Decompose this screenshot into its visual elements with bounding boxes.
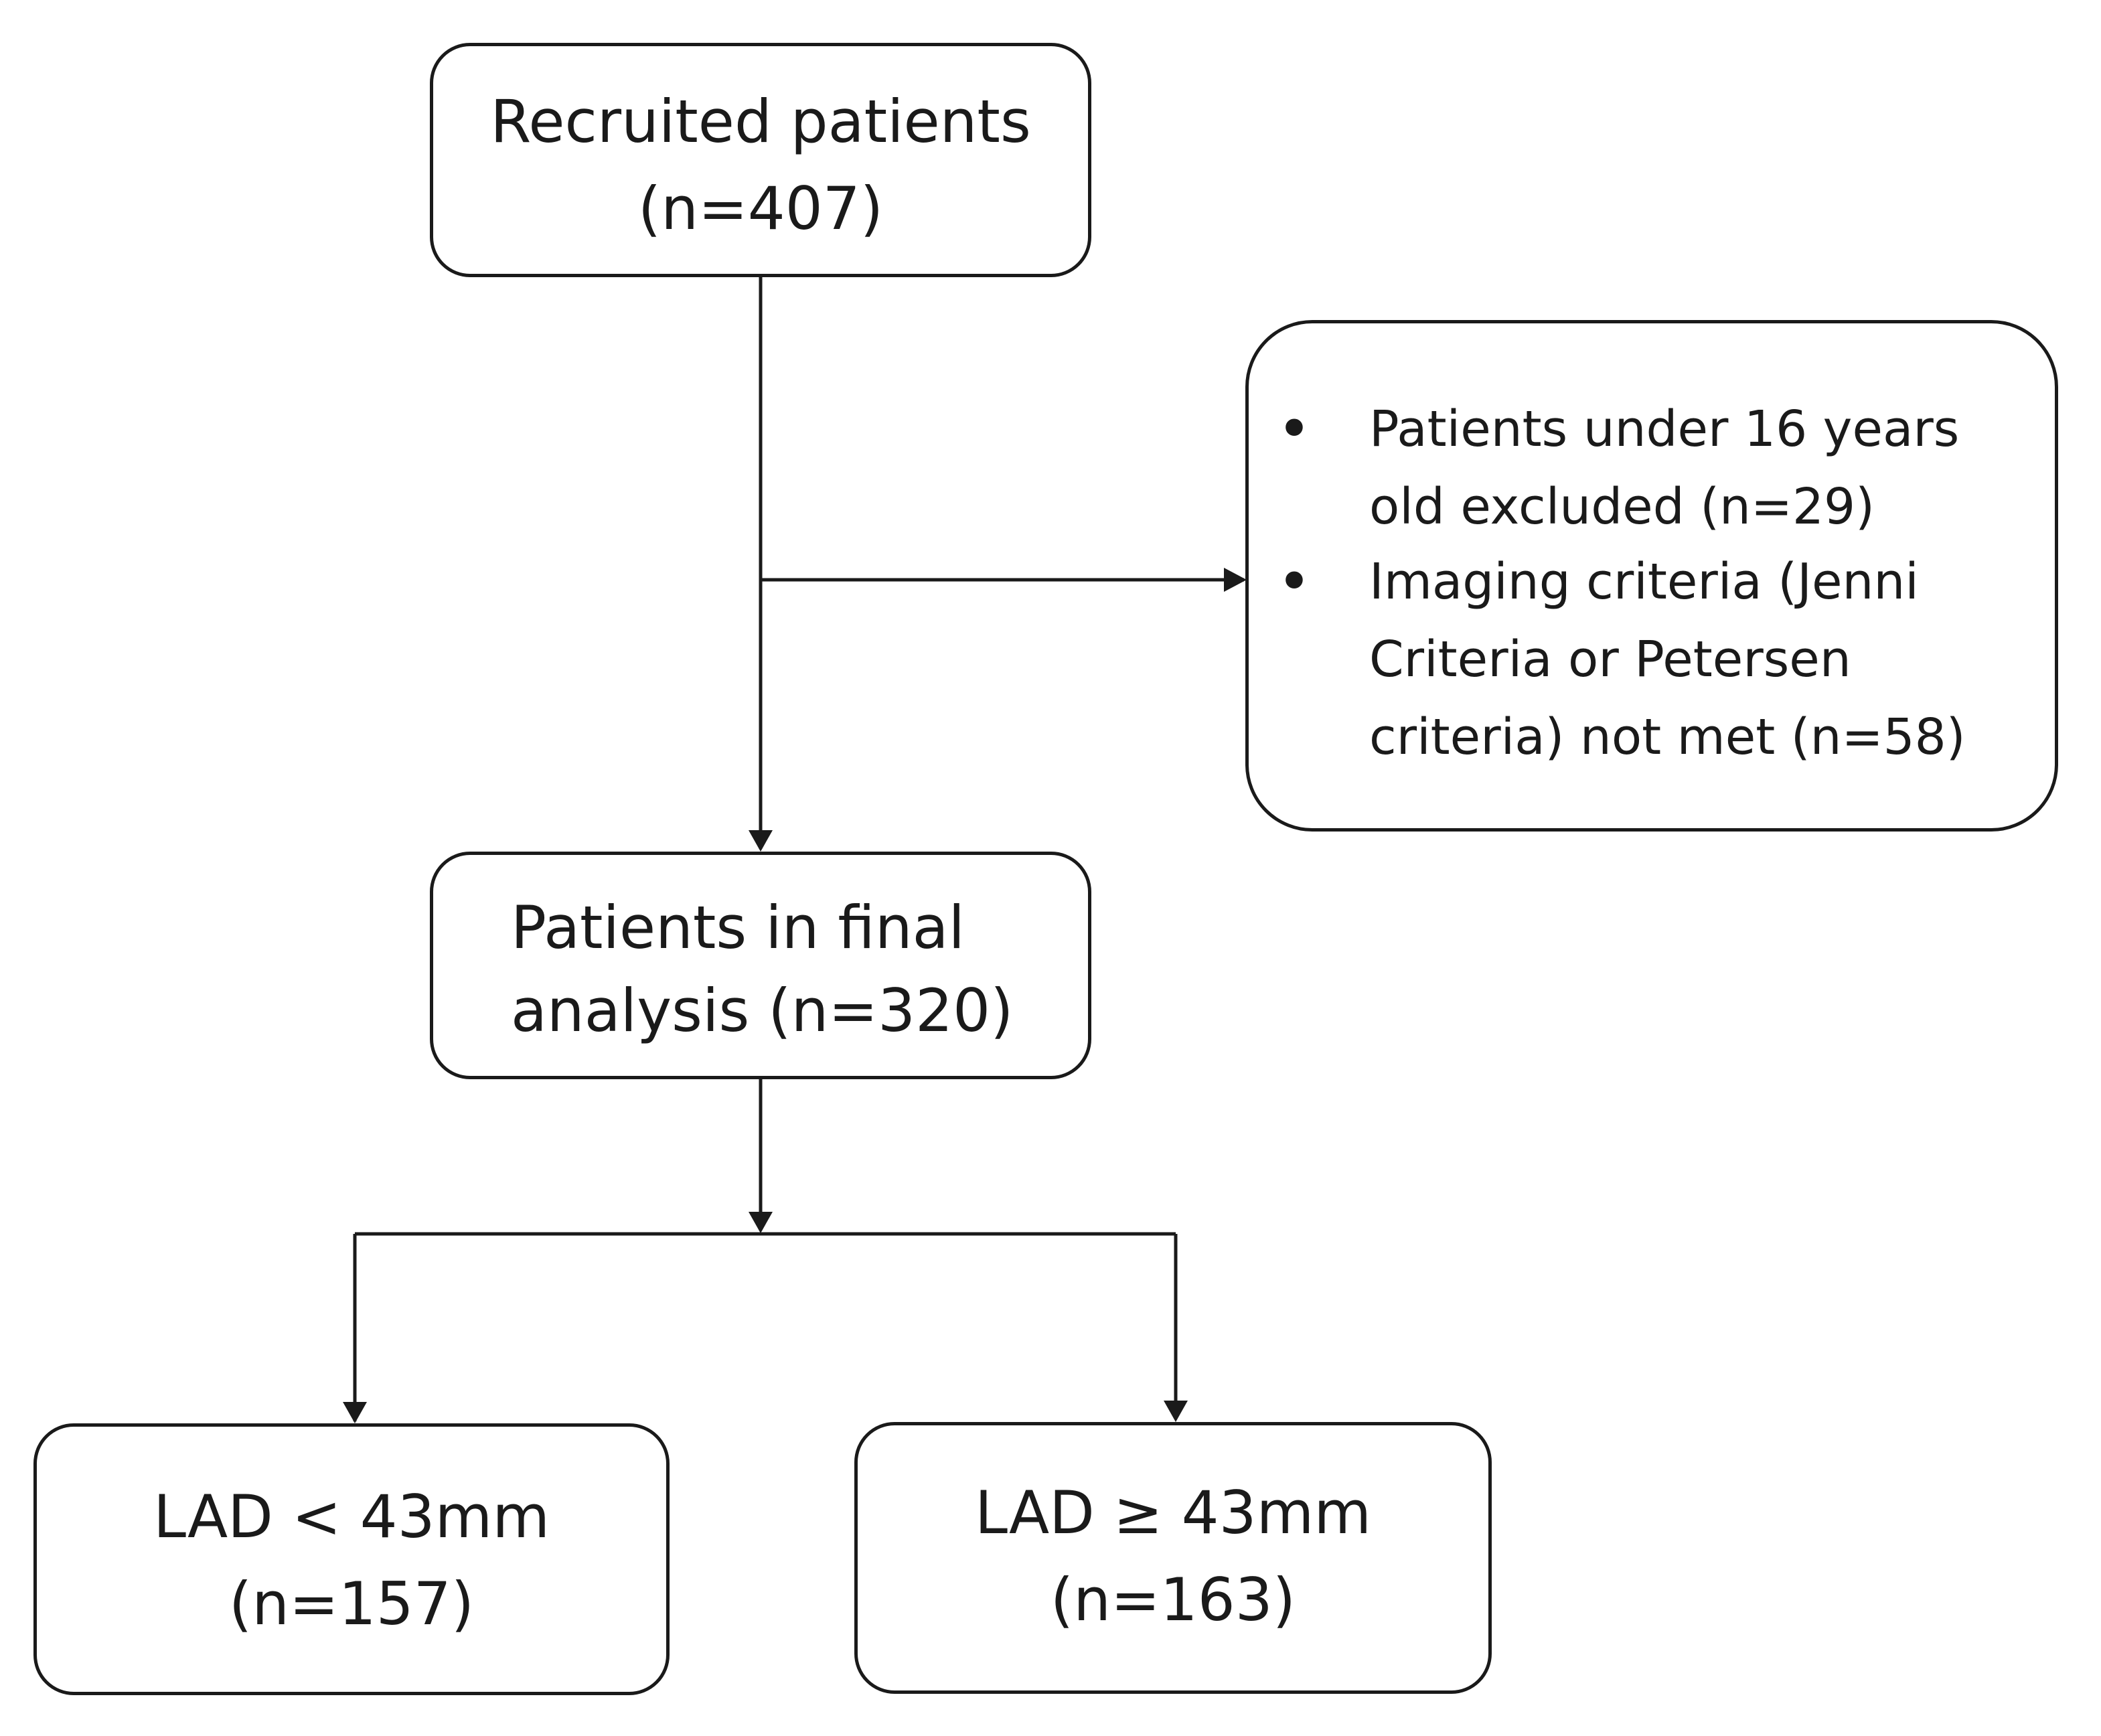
lad-high-line1: LAD ≥ 43mm bbox=[974, 1478, 1372, 1547]
arrowhead-lad-high bbox=[1164, 1401, 1188, 1422]
excluded-item2-line3: criteria) not met (n=58) bbox=[1369, 708, 1966, 766]
final-line1: Patients in final bbox=[511, 893, 965, 962]
lad-high-box: LAD ≥ 43mm (n=163) bbox=[854, 1422, 1492, 1694]
recruited-line2: (n=407) bbox=[637, 174, 884, 243]
arrowhead-split bbox=[749, 1212, 773, 1233]
excluded-item1-line1: Patients under 16 years bbox=[1369, 400, 1960, 458]
excluded-item1-line2: old excluded (n=29) bbox=[1369, 478, 1875, 536]
lad-low-line2: (n=157) bbox=[228, 1569, 475, 1638]
lad-low-box: LAD < 43mm (n=157) bbox=[33, 1423, 670, 1695]
recruited-line1: Recruited patients bbox=[490, 87, 1031, 156]
lad-low-line1: LAD < 43mm bbox=[153, 1482, 550, 1551]
final-analysis-box: Patients in final analysis (n=320) bbox=[430, 852, 1091, 1079]
final-line2: analysis (n=320) bbox=[511, 976, 1014, 1045]
bullet-icon: • bbox=[1277, 394, 1312, 463]
bullet-icon: • bbox=[1277, 547, 1312, 616]
lad-high-line2: (n=163) bbox=[1050, 1565, 1296, 1634]
arrowhead-excluded bbox=[1224, 568, 1247, 592]
excluded-item2-line1: Imaging criteria (Jenni bbox=[1369, 553, 1919, 611]
recruited-patients-box: Recruited patients (n=407) bbox=[430, 43, 1091, 277]
arrowhead-lad-low bbox=[343, 1402, 367, 1423]
excluded-item2-line2: Criteria or Petersen bbox=[1369, 631, 1851, 688]
excluded-patients-box: • Patients under 16 years old excluded (… bbox=[1245, 320, 2058, 832]
arrowhead-final bbox=[749, 830, 773, 852]
